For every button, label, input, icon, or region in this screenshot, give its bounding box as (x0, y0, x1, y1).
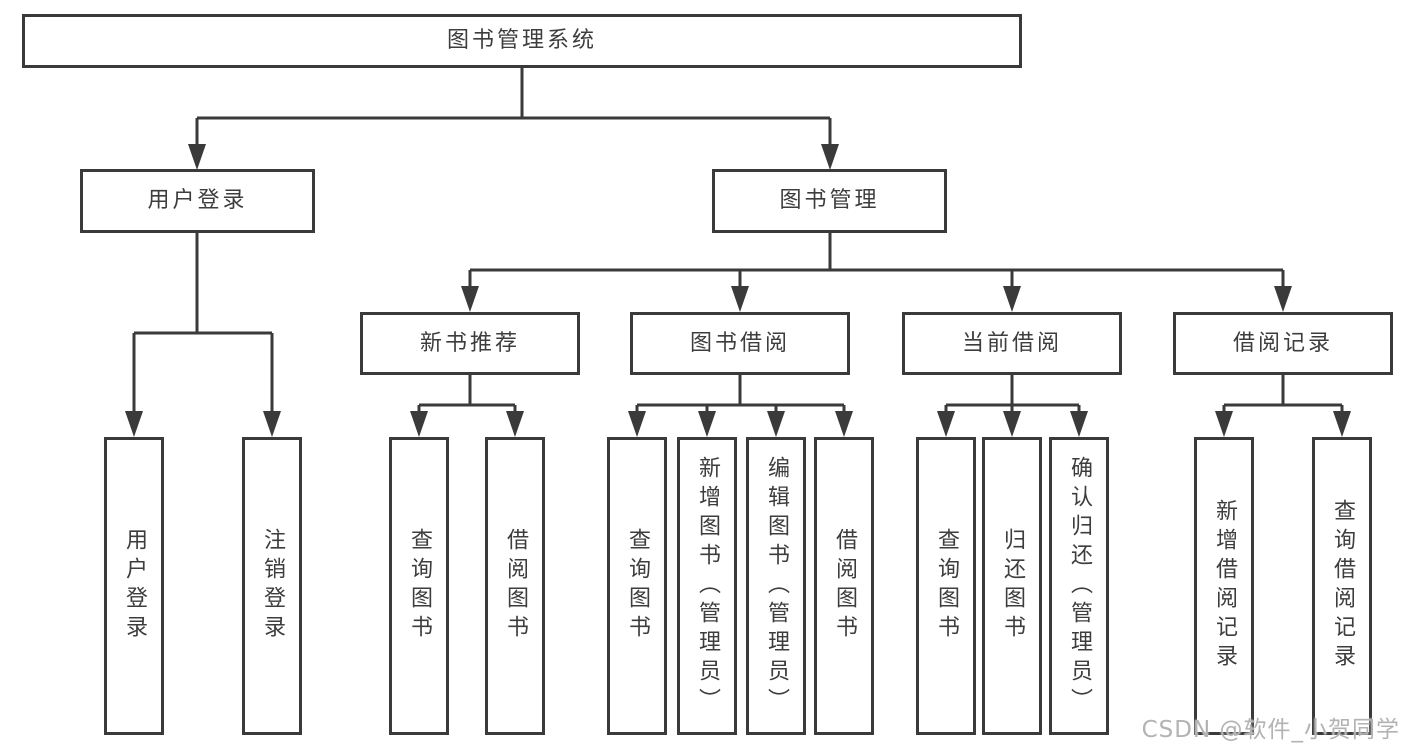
node-leaf-add-borrow-record: 新增借阅记录 (1194, 437, 1254, 735)
arrow-icon (821, 144, 839, 170)
arrow-icon (1003, 286, 1021, 312)
arrow-icon (461, 286, 479, 312)
arrow-icon (698, 411, 716, 437)
node-leaf-borrow-books-recommend: 借阅图书 (485, 437, 545, 735)
arrowheads (125, 144, 1351, 437)
connector-newbooks-to-leaves (417, 375, 517, 417)
arrow-icon (767, 411, 785, 437)
connector-root-to-level2 (195, 68, 832, 150)
arrow-icon (125, 411, 143, 437)
connector-borrowrecords-to-leaves (1222, 375, 1344, 417)
node-borrowing-records: 借阅记录 (1173, 312, 1393, 375)
node-leaf-query-books-recommend: 查询图书 (389, 437, 449, 735)
arrow-icon (1333, 411, 1351, 437)
node-leaf-query-books-current: 查询图书 (916, 437, 976, 735)
connector-bookmgmt-to-level3 (468, 233, 1285, 292)
node-current-borrowing: 当前借阅 (902, 312, 1122, 375)
connector-currentborrow-to-leaves (944, 375, 1081, 417)
node-root: 图书管理系统 (22, 14, 1022, 68)
arrow-icon (628, 411, 646, 437)
arrow-icon (835, 411, 853, 437)
arrow-icon (1215, 411, 1233, 437)
arrow-icon (937, 411, 955, 437)
arrow-icon (1003, 411, 1021, 437)
node-leaf-user-login: 用户登录 (104, 437, 164, 735)
connector-userlogin-to-leaves (132, 233, 274, 417)
arrow-icon (1274, 286, 1292, 312)
node-leaf-query-borrow-record: 查询借阅记录 (1312, 437, 1372, 735)
arrow-icon (506, 411, 524, 437)
arrow-icon (410, 411, 428, 437)
arrow-icon (263, 411, 281, 437)
node-leaf-add-book-admin: 新增图书（管理员） (677, 437, 737, 735)
node-leaf-query-books-borrow: 查询图书 (607, 437, 667, 735)
node-book-management: 图书管理 (712, 169, 947, 233)
connector-bookborrow-to-leaves (635, 375, 846, 417)
node-book-borrowing: 图书借阅 (630, 312, 850, 375)
arrow-icon (1070, 411, 1088, 437)
node-leaf-logout: 注销登录 (242, 437, 302, 735)
node-leaf-borrow-books: 借阅图书 (814, 437, 874, 735)
node-leaf-return-book: 归还图书 (982, 437, 1042, 735)
node-user-login: 用户登录 (80, 169, 315, 233)
arrow-icon (731, 286, 749, 312)
node-new-book-recommend: 新书推荐 (360, 312, 580, 375)
arrow-icon (188, 144, 206, 170)
node-leaf-edit-book-admin: 编辑图书（管理员） (746, 437, 806, 735)
node-leaf-confirm-return-admin: 确认归还（管理员） (1049, 437, 1109, 735)
